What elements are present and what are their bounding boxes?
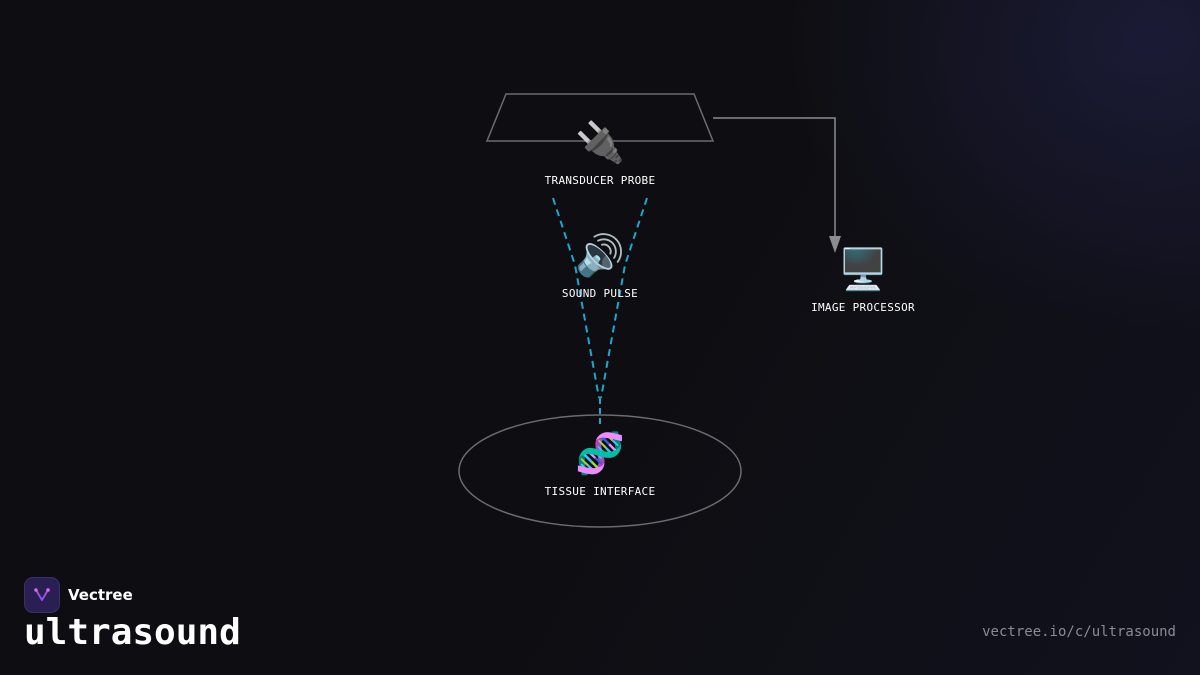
signal-connector-arrowhead xyxy=(829,236,841,253)
signal-connector-line xyxy=(713,117,836,238)
node-label: IMAGE PROCESSOR xyxy=(811,301,915,314)
brand[interactable]: Vectree xyxy=(24,577,133,613)
brand-name: Vectree xyxy=(68,586,133,604)
vectree-logo-mark xyxy=(34,588,50,602)
transducer-probe-shape xyxy=(485,93,715,142)
node-tissue-interface[interactable]: 🧬 TISSUE INTERFACE xyxy=(545,431,656,498)
sound-beam-left xyxy=(552,197,600,399)
node-label: TRANSDUCER PROBE xyxy=(544,174,656,187)
node-label: SOUND PULSE xyxy=(561,287,639,300)
electric-plug-icon: 🔌 xyxy=(575,120,625,166)
tissue-interface-shape xyxy=(458,414,742,528)
page-title: ultrasound xyxy=(24,612,241,653)
node-sound-pulse[interactable]: 🔊 SOUND PULSE xyxy=(562,233,638,300)
dna-icon: 🧬 xyxy=(575,431,625,477)
vectree-logo-icon xyxy=(24,577,60,613)
sound-beam-right xyxy=(600,197,648,399)
node-transducer-probe[interactable]: 🔌 TRANSDUCER PROBE xyxy=(545,120,656,187)
node-label: TISSUE INTERFACE xyxy=(544,485,656,498)
desktop-computer-icon: 🖥️ xyxy=(838,247,888,293)
speaker-icon: 🔊 xyxy=(575,233,625,279)
node-image-processor[interactable]: 🖥️ IMAGE PROCESSOR xyxy=(811,247,915,314)
page-url[interactable]: vectree.io/c/ultrasound xyxy=(982,624,1176,640)
